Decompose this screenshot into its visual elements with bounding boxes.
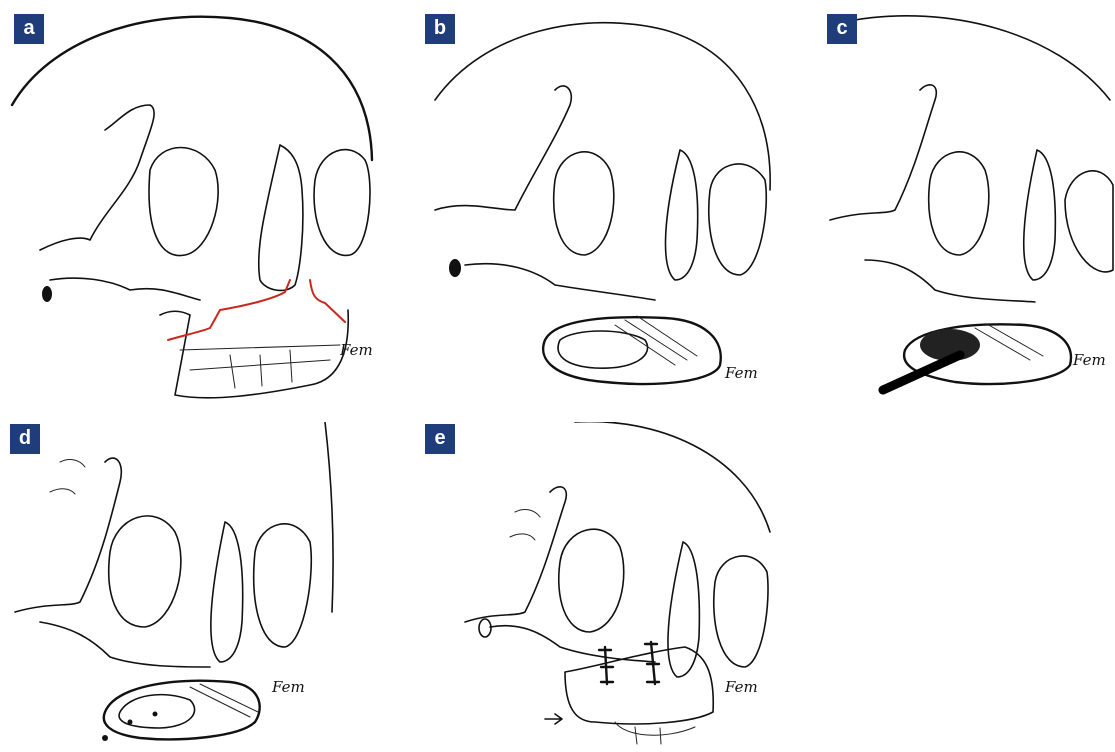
ear-canal xyxy=(479,619,491,637)
skull-drawing-c: Fem xyxy=(825,10,1115,402)
orbit-right xyxy=(1065,171,1113,272)
panel-d: Fem d xyxy=(10,422,340,752)
screw-hole xyxy=(102,735,108,741)
brow-ridge xyxy=(15,458,121,612)
signature-e: Fem xyxy=(724,678,758,696)
brow-ridge xyxy=(435,86,571,210)
tooth-roots xyxy=(615,316,697,365)
zygoma xyxy=(865,260,1035,302)
orbit-right xyxy=(714,556,768,667)
cranium-outline xyxy=(435,23,770,190)
advanced-maxilla xyxy=(565,647,713,724)
tooth-roots xyxy=(190,684,258,717)
orbit-right xyxy=(254,524,312,647)
teeth-hatching xyxy=(615,722,695,744)
brow-ridge xyxy=(40,105,154,250)
zygoma xyxy=(50,278,200,300)
panel-label-a: a xyxy=(14,14,44,44)
nasal-bone xyxy=(1024,150,1056,280)
ear-canal xyxy=(449,259,461,277)
signature-b: Fem xyxy=(724,364,758,382)
brow-ridge xyxy=(465,487,566,622)
orbit-right xyxy=(709,164,767,275)
nasal-bone xyxy=(259,145,303,290)
orbit-left xyxy=(554,152,614,255)
skull-drawing-e: Fem xyxy=(425,422,775,752)
panel-label-e: e xyxy=(425,424,455,454)
advancement-arrow xyxy=(545,714,562,724)
osteotomy-line xyxy=(168,280,345,340)
nasal-bone xyxy=(665,150,697,280)
brow-ridge xyxy=(830,85,936,220)
panel-label-c: c xyxy=(827,14,857,44)
panel-e: Fem e xyxy=(425,422,775,752)
cranium-outline xyxy=(325,422,333,612)
surgical-instrument xyxy=(883,355,960,390)
signature-d: Fem xyxy=(271,678,305,696)
maxilla-front xyxy=(160,310,348,398)
panel-a: Fem a xyxy=(10,10,380,402)
forehead-marks xyxy=(50,460,85,494)
panel-label-d: d xyxy=(10,424,40,454)
orbit-left xyxy=(929,152,989,255)
maxilla-segment-outline xyxy=(543,317,721,384)
cranium-outline xyxy=(855,16,1110,100)
panel-c: Fem c xyxy=(825,10,1115,402)
tooth-roots xyxy=(975,324,1043,360)
signature-c: Fem xyxy=(1072,351,1106,369)
fixation-plate-left xyxy=(599,647,613,684)
maxilla-inner-window xyxy=(558,331,647,368)
signature-a: Fem xyxy=(339,341,373,359)
screw-hole xyxy=(153,712,158,717)
panel-b: Fem b xyxy=(425,10,775,402)
skull-drawing-d: Fem xyxy=(10,422,340,752)
ear-canal xyxy=(42,286,52,302)
teeth-hatching xyxy=(180,345,340,388)
orbit-right xyxy=(314,150,370,256)
screw-hole xyxy=(128,720,133,725)
skull-drawing-b: Fem xyxy=(425,10,775,402)
fixation-plate-right xyxy=(645,642,659,684)
panel-label-b: b xyxy=(425,14,455,44)
skull-drawing-a: Fem xyxy=(10,10,380,402)
orbit-left xyxy=(109,516,181,627)
zygoma xyxy=(490,626,655,662)
nasal-bone xyxy=(211,522,243,662)
cranium-outline xyxy=(575,422,770,532)
zygoma xyxy=(40,622,210,667)
orbit-left xyxy=(149,148,218,256)
cranium-outline xyxy=(12,17,372,160)
nasal-bone xyxy=(668,542,699,677)
zygoma xyxy=(465,264,655,300)
forehead-marks xyxy=(510,510,540,540)
orbit-left xyxy=(559,529,624,632)
